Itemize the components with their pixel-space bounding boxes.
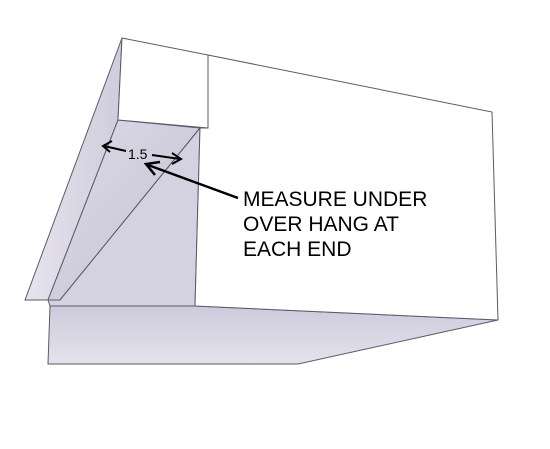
instruction-text: MEASURE UNDER OVER HANG AT EACH END	[243, 187, 543, 262]
bottom-face	[47, 305, 499, 365]
instruction-line-1: MEASURE UNDER	[243, 188, 428, 211]
top-end-face	[117, 37, 209, 129]
leader-arrow	[143, 160, 239, 200]
dimension-arrow	[101, 140, 183, 165]
main-front-face	[194, 54, 499, 321]
instruction-line-3: EACH END	[243, 238, 352, 261]
instruction-line-2: OVER HANG AT	[243, 213, 399, 236]
dimension-label: 1.5	[128, 146, 148, 162]
